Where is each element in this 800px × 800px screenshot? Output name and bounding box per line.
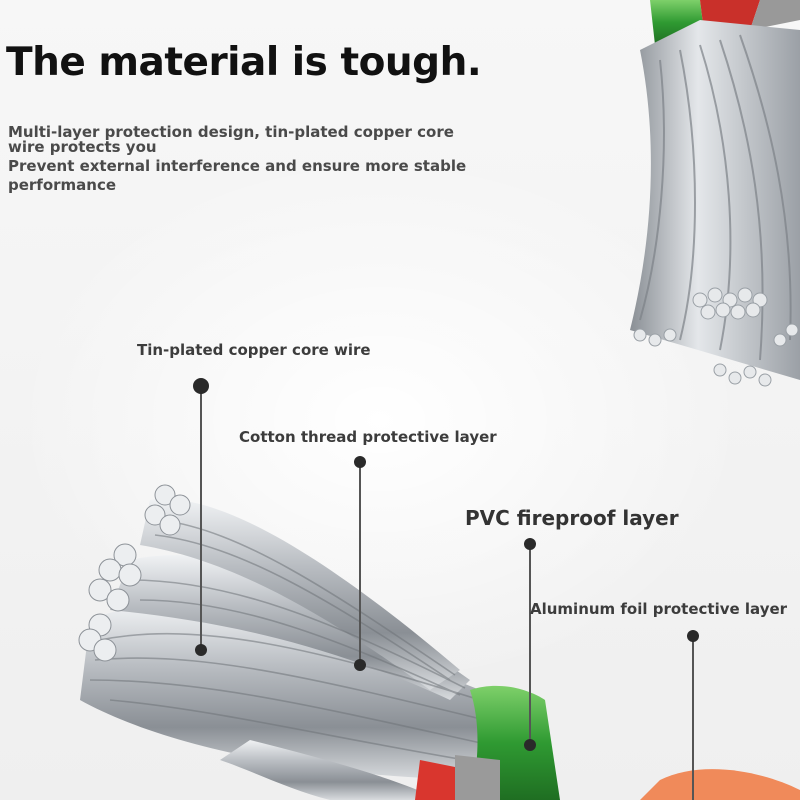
callout-dots bbox=[193, 378, 699, 751]
callout-dot-cotton-bottom bbox=[354, 659, 366, 671]
top-right-cable bbox=[630, 0, 800, 387]
description-protection: Multi-layer protection design, tin-plate… bbox=[8, 123, 454, 157]
description-interference: Prevent external interference and ensure… bbox=[8, 157, 466, 195]
callout-lines bbox=[200, 386, 694, 800]
callout-dot-core-top bbox=[193, 378, 209, 394]
description-line: Prevent external interference and ensure… bbox=[8, 157, 467, 175]
description-line: performance bbox=[8, 176, 117, 194]
callout-cotton-label: Cotton thread protective layer bbox=[239, 428, 497, 446]
callout-dot-pvc-bottom bbox=[524, 739, 536, 751]
callout-pvc-label: PVC fireproof layer bbox=[465, 506, 679, 530]
main-cable bbox=[78, 484, 800, 800]
callout-core-label: Tin-plated copper core wire bbox=[137, 341, 371, 359]
callout-foil-label: Aluminum foil protective layer bbox=[530, 600, 788, 618]
description-line: Multi-layer protection design, tin-plate… bbox=[8, 123, 454, 141]
page-title: The material is tough. bbox=[6, 40, 482, 85]
description-line: wire protects you bbox=[8, 138, 157, 156]
callout-dot-core-bottom bbox=[195, 644, 207, 656]
callout-dot-foil-top bbox=[687, 630, 699, 642]
callout-dot-pvc-top bbox=[524, 538, 536, 550]
callout-dot-cotton-top bbox=[354, 456, 366, 468]
